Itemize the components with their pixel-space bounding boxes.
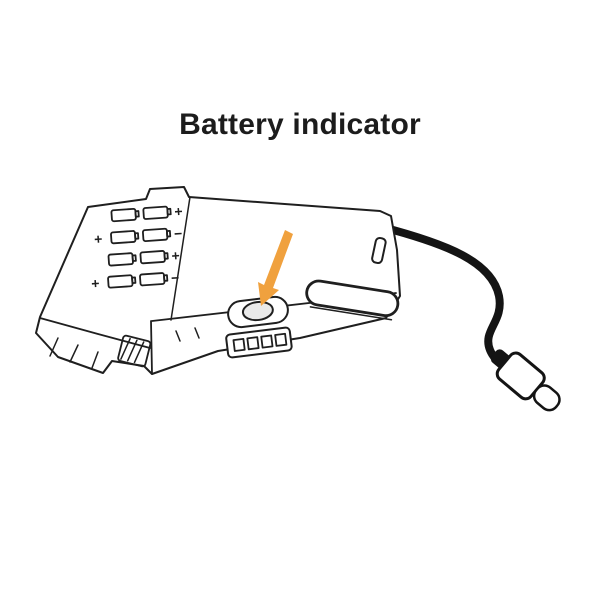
- battery-polarity-sign: +: [91, 275, 100, 292]
- battery-polarity-sign: +: [94, 231, 103, 248]
- led-segment: [232, 337, 246, 352]
- usb-c-plug: [490, 349, 561, 412]
- indicator-arrow: [258, 230, 293, 306]
- battery-pack-body: + + − + +: [35, 186, 401, 375]
- led-window: [225, 326, 293, 359]
- battery-cell-icon: [110, 207, 140, 223]
- battery-cell-icon: [139, 250, 169, 265]
- led-segment: [274, 332, 288, 347]
- indicator-button-cap: [241, 300, 274, 322]
- battery-polarity-sign: +: [171, 247, 180, 264]
- battery-cell-markings: + + − + +: [91, 203, 183, 292]
- battery-cell-icon: [110, 230, 140, 245]
- battery-area-divider: [170, 196, 191, 321]
- battery-polarity-sign: +: [174, 203, 183, 220]
- front-left-corner-edge: [150, 320, 153, 375]
- battery-cell-icon: [142, 227, 172, 243]
- device-outline: [35, 186, 401, 375]
- battery-cell-icon: [139, 272, 169, 287]
- plug-tip: [532, 384, 561, 412]
- led-segment: [260, 334, 274, 349]
- vent-slot-icon: [371, 236, 387, 265]
- mounting-claws: [39, 317, 151, 369]
- led-segment: [246, 336, 260, 351]
- page-title: Battery indicator: [179, 108, 421, 141]
- latch-grip-icon: [117, 334, 152, 368]
- battery-cell-icon: [107, 252, 137, 267]
- battery-polarity-sign: −: [171, 269, 180, 286]
- battery-cell-icon: [107, 274, 137, 289]
- release-flap: [305, 279, 400, 321]
- battery-indicator-button: [227, 295, 289, 329]
- battery-cell-icon: [142, 205, 172, 220]
- battery-polarity-sign: −: [173, 225, 182, 242]
- seam-ticks: [175, 327, 200, 342]
